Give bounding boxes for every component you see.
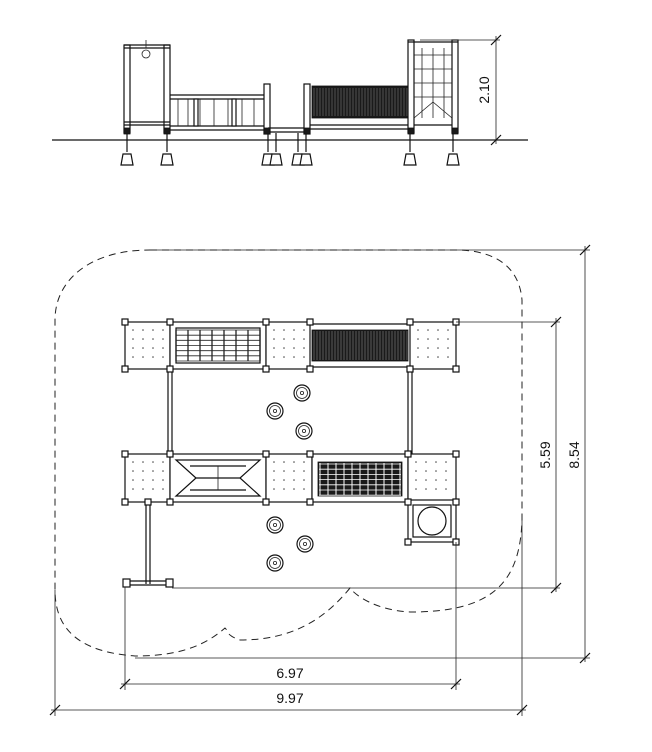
dim-inner-vertical-label: 5.59 [537,441,553,468]
platform-lower-center [265,453,313,503]
tunnel-upper [311,329,409,362]
upper-platform-row [124,321,457,370]
hoop-module [407,499,457,543]
platform-lower-left [124,453,171,503]
platform-texture [132,329,449,490]
left-rail [122,502,174,588]
platform-upper-left [124,321,171,370]
right-tunnel [310,85,409,130]
dim-inner-horizontal: 6.97 [119,542,462,690]
plan-view: 5.59 8.54 6.97 9.97 [49,244,591,716]
dim-inner-horizontal-label: 6.97 [276,665,303,681]
dim-inner-vertical: 5.59 [172,316,562,594]
plan-posts [121,318,460,546]
platform-upper-center [265,321,311,370]
platform-lower-right [407,453,457,503]
dim-outer-horizontal: 9.97 [49,520,528,716]
height-label: 2.10 [476,76,492,103]
height-dimension: 2.10 [420,34,502,146]
footings [120,127,460,166]
dim-outer-vertical: 8.54 [135,244,591,664]
dim-outer-vertical-label: 8.54 [566,441,582,468]
stepping-stones-lower [266,516,314,572]
elevation-view: 2.10 [52,34,528,166]
left-tower [123,40,171,134]
lower-platform-row [124,453,457,503]
safety-zone-outline [54,249,523,657]
center-deck [268,83,311,135]
platform-upper-right [409,321,457,370]
dim-outer-horizontal-label: 9.97 [276,690,303,706]
left-bridge [170,83,271,135]
stepping-stones-upper [266,384,313,440]
right-tower [407,39,459,134]
